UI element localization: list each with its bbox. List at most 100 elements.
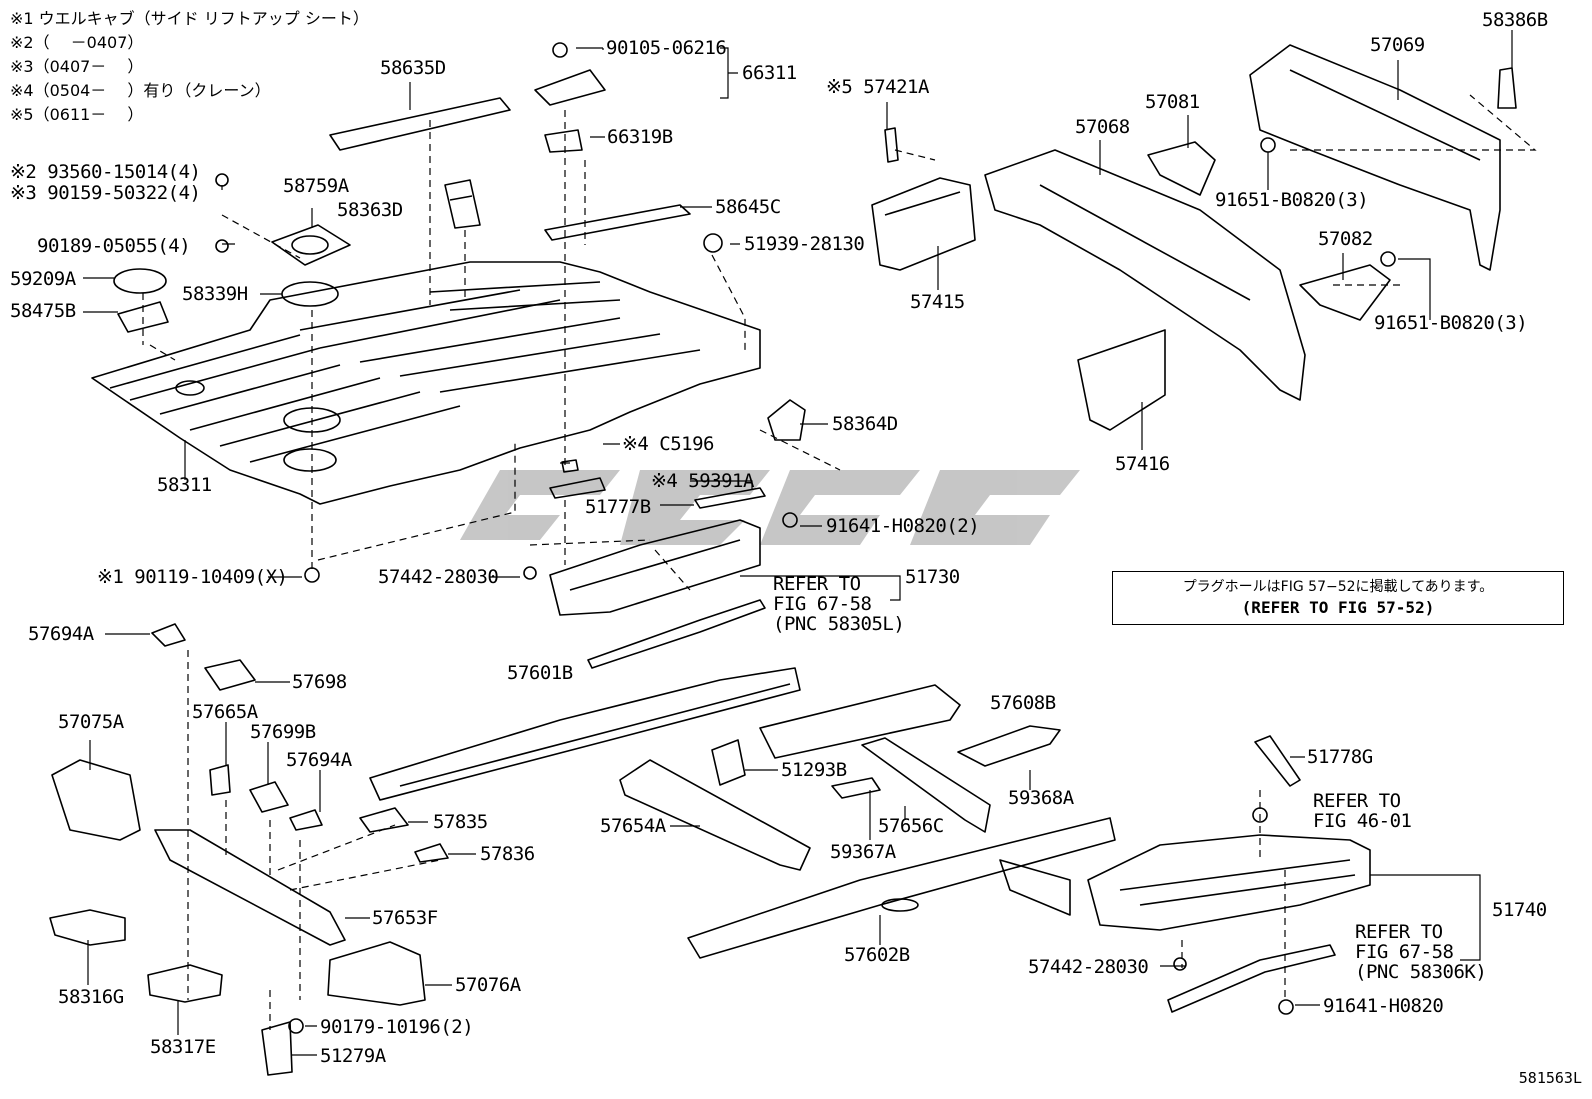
label-91641-H0820-a[interactable]: 91641-H0820(2)	[826, 515, 980, 537]
label-57665A[interactable]: 57665A	[192, 701, 258, 723]
label-57075A[interactable]: 57075A	[58, 711, 124, 733]
label-58475B[interactable]: 58475B	[10, 300, 76, 322]
label-57421A[interactable]: ※5 57421A	[826, 76, 929, 98]
part-58386B	[1497, 67, 1517, 109]
label-90159-50322[interactable]: ※3 90159-50322(4)	[10, 182, 201, 204]
bracket-51740-lower	[1167, 944, 1336, 1013]
refer-1-line3: (PNC 58305L)	[773, 613, 905, 635]
part-58316G	[49, 909, 126, 946]
label-90189-05055[interactable]: 90189-05055(4)	[37, 235, 191, 257]
label-57442-28030-a[interactable]: 57442-28030	[378, 566, 499, 588]
label-93560-15014[interactable]: ※2 93560-15014(4)	[10, 161, 201, 183]
label-58363D[interactable]: 58363D	[337, 199, 403, 221]
label-51279A[interactable]: 51279A	[320, 1045, 386, 1067]
watermark-logo	[460, 470, 1080, 545]
label-66319B[interactable]: 66319B	[607, 126, 673, 148]
label-51778G[interactable]: 51778G	[1307, 746, 1373, 768]
label-91651-B0820-a[interactable]: 91651-B0820(3)	[1215, 189, 1369, 211]
label-91641-H0820-b[interactable]: 91641-H0820	[1323, 995, 1444, 1017]
label-51293B[interactable]: 51293B	[781, 759, 847, 781]
label-57069[interactable]: 57069	[1370, 34, 1425, 56]
label-58311[interactable]: 58311	[157, 474, 212, 496]
part-58364D	[767, 399, 806, 441]
bolt-90119	[304, 567, 320, 583]
part-59391A	[549, 477, 606, 499]
part-57836	[414, 843, 449, 863]
label-57442-28030-b[interactable]: 57442-28030	[1028, 956, 1149, 978]
part-57608B	[759, 684, 961, 759]
refer-2-line1: REFER TO	[1313, 790, 1401, 812]
label-58386B[interactable]: 58386B	[1482, 9, 1548, 31]
label-58316G[interactable]: 58316G	[58, 986, 124, 1008]
label-57602B[interactable]: 57602B	[844, 944, 910, 966]
label-57836[interactable]: 57836	[480, 843, 535, 865]
label-57656C[interactable]: 57656C	[878, 815, 944, 837]
label-57415[interactable]: 57415	[910, 291, 965, 313]
label-90105-06216[interactable]: 90105-06216	[606, 37, 727, 59]
part-58645C	[544, 204, 691, 241]
label-90179-10196[interactable]: 90179-10196(2)	[320, 1016, 474, 1038]
bolt-90189	[215, 239, 229, 253]
refer-3-line3: (PNC 58306K)	[1355, 961, 1487, 983]
refer-3-line1: REFER TO	[1355, 921, 1443, 943]
label-59367A[interactable]: 59367A	[830, 841, 896, 863]
label-57694A-top[interactable]: 57694A	[28, 623, 94, 645]
part-57415	[871, 177, 976, 271]
label-57601B[interactable]: 57601B	[507, 662, 573, 684]
label-57081[interactable]: 57081	[1145, 91, 1200, 113]
label-57654A[interactable]: 57654A	[600, 815, 666, 837]
label-C5196[interactable]: ※4 C5196	[622, 433, 715, 455]
label-59391A[interactable]: ※4 59391A	[651, 470, 754, 492]
note-3: ※3（0407－ ）	[10, 57, 144, 76]
label-57076A[interactable]: 57076A	[455, 974, 521, 996]
part-58339H	[281, 281, 339, 307]
label-57082[interactable]: 57082	[1318, 228, 1373, 250]
leader-lines	[83, 30, 1513, 1056]
part-57081	[1147, 141, 1216, 196]
bracket-51730-lower	[587, 599, 766, 669]
label-57416[interactable]: 57416	[1115, 453, 1170, 475]
label-90119-10409[interactable]: ※1 90119-10409(X)	[97, 566, 288, 588]
bolt-90105	[552, 42, 568, 58]
part-58635D	[329, 97, 511, 151]
part-57653F	[154, 829, 346, 946]
label-51777B[interactable]: 51777B	[585, 496, 651, 518]
note-2: ※2（ －0407）	[10, 33, 144, 52]
part-57069	[1249, 44, 1501, 271]
label-57698[interactable]: 57698	[292, 671, 347, 693]
note-5: ※5（0611－ ）	[10, 105, 144, 124]
label-58339H[interactable]: 58339H	[182, 283, 248, 305]
label-59209A[interactable]: 59209A	[10, 268, 76, 290]
label-58364D[interactable]: 58364D	[832, 413, 898, 435]
reference-note-box: プラグホールはFIG 57−52に掲載してあります。 (REFER TO FIG…	[1112, 571, 1564, 625]
label-57653F[interactable]: 57653F	[372, 907, 438, 929]
label-57835[interactable]: 57835	[433, 811, 488, 833]
label-66311[interactable]: 66311	[742, 62, 797, 84]
label-91651-B0820-b[interactable]: 91651-B0820(3)	[1374, 312, 1528, 334]
label-58759A[interactable]: 58759A	[283, 175, 349, 197]
label-51740[interactable]: 51740	[1492, 899, 1547, 921]
label-58635D[interactable]: 58635D	[380, 57, 446, 79]
label-57694A-side[interactable]: 57694A	[286, 749, 352, 771]
clip-51939	[703, 233, 723, 253]
reference-note-en: (REFER TO FIG 57-52)	[1241, 598, 1435, 617]
label-59368A[interactable]: 59368A	[1008, 787, 1074, 809]
part-51777B	[694, 487, 766, 509]
dashed-lines	[142, 94, 1537, 1030]
part-58475B	[117, 301, 169, 333]
label-57068[interactable]: 57068	[1075, 116, 1130, 138]
label-57699B[interactable]: 57699B	[250, 721, 316, 743]
label-58645C[interactable]: 58645C	[715, 196, 781, 218]
bolt-90179	[288, 1018, 304, 1034]
label-51939-28130[interactable]: 51939-28130	[744, 233, 865, 255]
part-51293B	[711, 739, 746, 786]
label-51730[interactable]: 51730	[905, 566, 960, 588]
label-57608B[interactable]: 57608B	[990, 692, 1056, 714]
label-58317E[interactable]: 58317E	[150, 1036, 216, 1058]
part-57698	[204, 659, 256, 691]
part-57416	[1077, 329, 1166, 431]
part-51778G	[1254, 735, 1301, 787]
note-4: ※4（0504－ ）有り（クレーン）	[10, 81, 271, 100]
part-57694A-side	[289, 809, 323, 831]
